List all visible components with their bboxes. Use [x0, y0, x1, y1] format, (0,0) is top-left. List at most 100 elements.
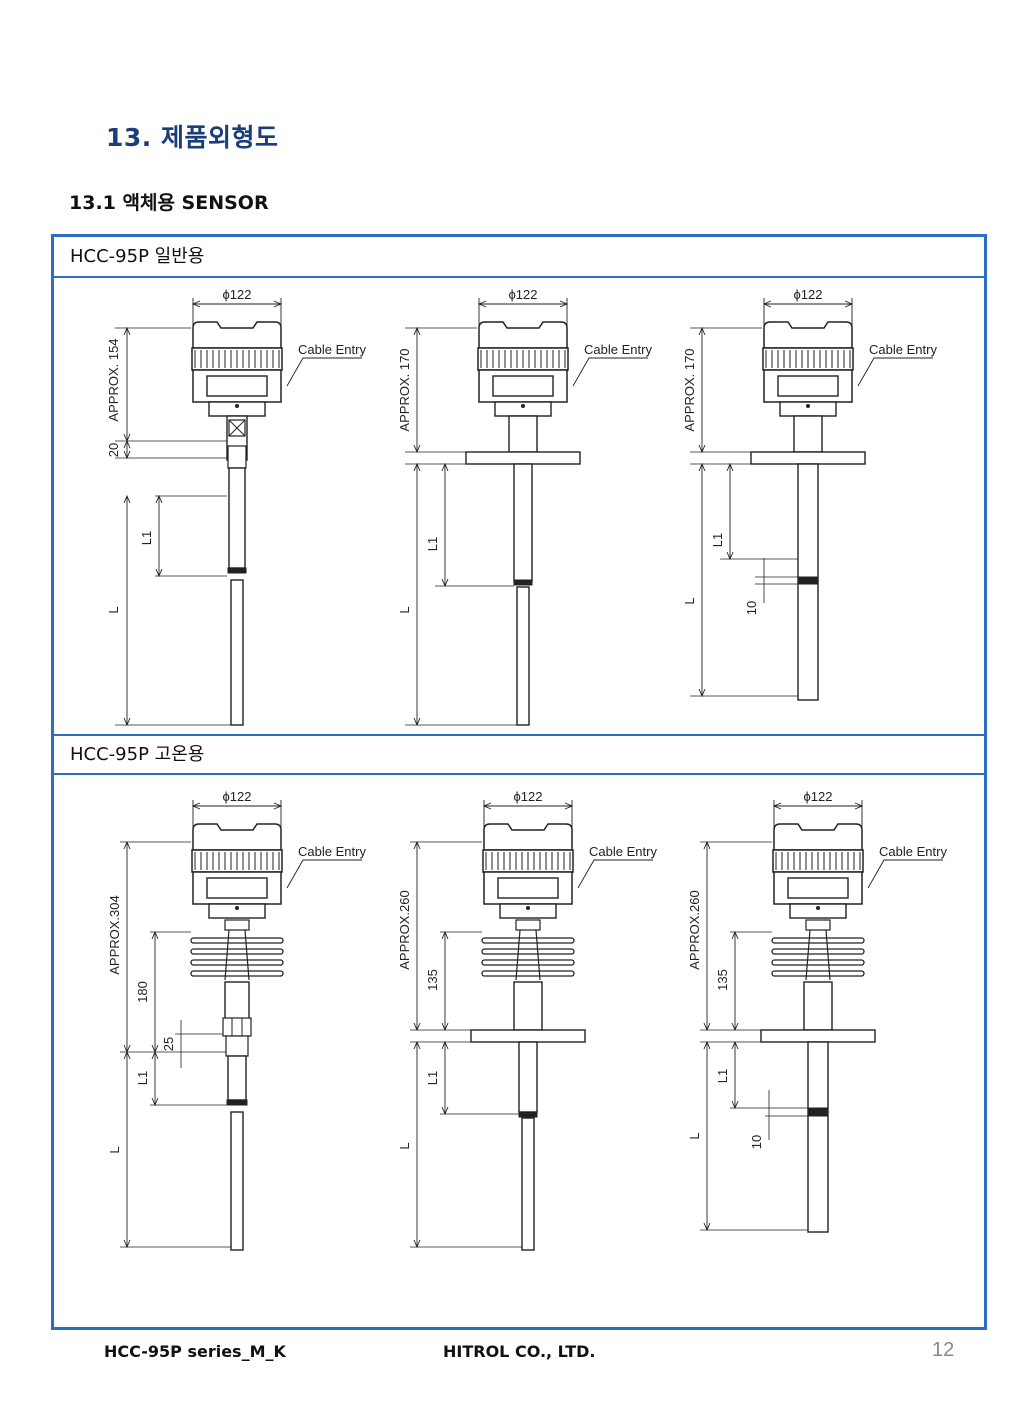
label-window: [497, 877, 559, 899]
flange: [465, 451, 581, 465]
length-l1-label: L1: [135, 1071, 150, 1085]
fin-collar: [805, 919, 831, 931]
approx-height-label: APPROX. 170: [397, 348, 412, 431]
dimension-arrow: [772, 802, 782, 810]
label-window: [777, 375, 839, 397]
dim-180-label: 180: [135, 981, 150, 1003]
probe-upper: [518, 1041, 538, 1113]
section-heading: 13. 제품외형도: [106, 123, 279, 152]
cooling-fin: [190, 959, 284, 966]
hex-nut: [222, 1017, 252, 1037]
probe-band: [807, 1107, 829, 1117]
probe-rod: [230, 1111, 244, 1251]
panel-label-high-temp: HCC-95P 고온용: [70, 744, 205, 765]
neck: [508, 415, 538, 453]
housing-lid: [478, 321, 568, 349]
diameter-label: ϕ122: [514, 789, 543, 804]
approx-height-label: APPROX. 154: [106, 338, 121, 421]
housing-lid: [192, 823, 282, 851]
dim-10-label: 10: [749, 1135, 764, 1149]
diameter-label: ϕ122: [804, 789, 833, 804]
dim-20-label: 20: [106, 443, 121, 457]
length-l1-label: L1: [715, 1069, 730, 1083]
dimension-arrow: [703, 840, 711, 850]
dimension-arrow: [482, 802, 492, 810]
drawing-line: [535, 929, 541, 981]
flange: [750, 451, 866, 465]
housing-lid: [763, 321, 853, 349]
dimension-arrow: [854, 802, 864, 810]
dimension-arrow: [698, 444, 706, 454]
probe-upper: [513, 463, 533, 583]
probe-ring: [226, 1099, 248, 1106]
dimension-arrow: [726, 551, 734, 561]
dimension-arrow: [441, 1040, 449, 1050]
callout-line: [857, 357, 933, 387]
fin-collar: [515, 919, 541, 931]
housing-lid: [773, 823, 863, 851]
probe-ring: [518, 1111, 538, 1118]
dimension-arrow: [123, 439, 131, 449]
length-l1-label: L1: [425, 537, 440, 551]
housing-lid: [483, 823, 573, 851]
cooling-fin: [481, 959, 575, 966]
screw-dot: [806, 404, 810, 408]
divider: [54, 773, 984, 775]
dimension-arrow: [698, 688, 706, 698]
callout-line: [286, 357, 362, 387]
length-l-label: L: [106, 606, 121, 613]
probe-rod: [230, 579, 244, 726]
dimension-arrow: [731, 1040, 739, 1050]
cooling-fin: [771, 970, 865, 977]
dim-135-label: 135: [425, 969, 440, 991]
fitting: [225, 1035, 249, 1057]
dimension-arrow: [155, 494, 163, 504]
probe-upper: [227, 1055, 247, 1101]
probe-ring: [513, 579, 533, 586]
screw-dot: [526, 906, 530, 910]
callout-line: [286, 859, 362, 889]
label-window: [492, 375, 554, 397]
dim-10-label: 10: [744, 601, 759, 615]
neck: [793, 415, 823, 453]
drawing-line: [515, 929, 521, 981]
drawing-line: [805, 929, 811, 981]
dimension-arrow: [441, 930, 449, 940]
dimension-arrow: [731, 1100, 739, 1110]
approx-height-label: APPROX.260: [397, 890, 412, 970]
dimension-arrow: [123, 494, 131, 504]
cooling-fin: [190, 937, 284, 944]
callout-line: [572, 357, 648, 387]
label-window: [787, 877, 849, 899]
cable-entry-label: Cable Entry: [869, 342, 937, 357]
dimension-arrow: [123, 1050, 131, 1060]
dimension-arrow: [477, 300, 487, 308]
cooling-fin: [771, 959, 865, 966]
cable-entry-label: Cable Entry: [879, 844, 947, 859]
length-l1-label: L1: [425, 1071, 440, 1085]
housing-lid: [192, 321, 282, 349]
dimension-arrow: [413, 717, 421, 727]
dimension-arrow: [123, 1239, 131, 1249]
dimension-arrow: [703, 1040, 711, 1050]
dimension-arrow: [123, 717, 131, 727]
cable-entry-label: Cable Entry: [298, 844, 366, 859]
dimension-arrow: [123, 840, 131, 850]
diameter-label: ϕ122: [223, 789, 252, 804]
cooling-fin: [481, 937, 575, 944]
length-l-label: L: [687, 1132, 702, 1139]
dimension-arrow: [413, 1239, 421, 1249]
diameter-label: ϕ122: [223, 287, 252, 302]
length-l1-label: L1: [710, 533, 725, 547]
drawing-frame: HCC-95P 일반용 HCC-95P 고온용: [51, 234, 987, 1330]
neck: [513, 981, 543, 1031]
dimension-arrow: [123, 326, 131, 336]
dimension-arrow: [191, 300, 201, 308]
probe-rod: [516, 586, 530, 726]
footer-company: HITROL CO., LTD.: [443, 1342, 596, 1361]
probe-ring: [227, 567, 247, 574]
flange: [760, 1029, 876, 1043]
drawing-line: [224, 929, 230, 981]
dim-135-label: 135: [715, 969, 730, 991]
